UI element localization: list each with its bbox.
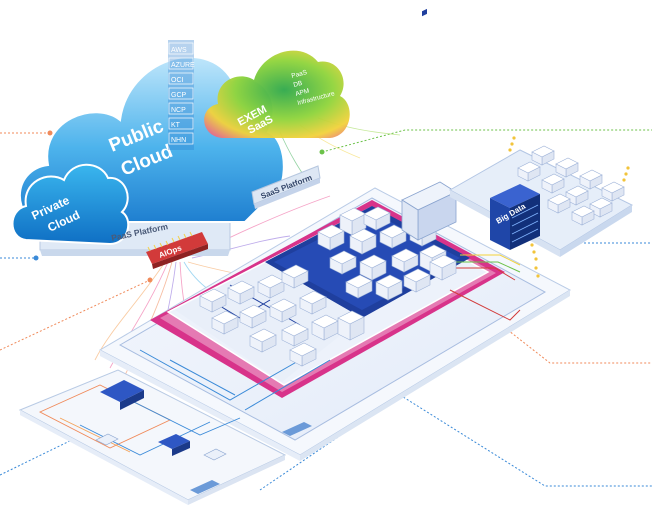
server-block bbox=[359, 254, 387, 281]
private-cloud: Private Cloud bbox=[11, 163, 130, 246]
server-block bbox=[311, 314, 339, 341]
saas-item-label: APM bbox=[295, 88, 310, 98]
provider-box bbox=[168, 87, 194, 100]
provider-label: OCI bbox=[171, 77, 184, 84]
provider-label: KT bbox=[171, 122, 181, 129]
provider-box bbox=[168, 57, 194, 70]
server-block bbox=[571, 205, 595, 226]
provider-label: AWS bbox=[171, 47, 187, 54]
server-block bbox=[239, 304, 267, 329]
server-block bbox=[337, 310, 365, 341]
server-block bbox=[227, 280, 255, 305]
server-block bbox=[429, 254, 457, 281]
server-block bbox=[269, 298, 297, 323]
server-block bbox=[403, 268, 431, 293]
aiops-chip: AIOps bbox=[146, 231, 208, 269]
server-block bbox=[199, 288, 227, 313]
server-block bbox=[299, 290, 327, 315]
server-block bbox=[375, 274, 403, 301]
server-block bbox=[281, 264, 309, 289]
provider-list: AWS AZURE OCI GCP NCP KT NHN bbox=[168, 40, 195, 150]
server-block bbox=[517, 161, 541, 182]
saas-item-label: DB bbox=[293, 80, 304, 89]
server-block bbox=[345, 274, 373, 299]
server-block bbox=[281, 322, 309, 347]
provider-box bbox=[168, 72, 194, 85]
provider-box bbox=[168, 42, 194, 55]
server-block bbox=[249, 328, 277, 353]
server-block bbox=[363, 206, 391, 231]
provider-label: NHN bbox=[171, 137, 186, 144]
server-block bbox=[317, 224, 345, 251]
provider-label: NCP bbox=[171, 107, 186, 114]
server-block bbox=[349, 228, 377, 255]
storage-unit bbox=[401, 8, 457, 241]
big-data-platform: Big Data bbox=[448, 136, 634, 278]
server-block bbox=[555, 157, 579, 178]
server-block bbox=[579, 169, 603, 190]
provider-label: AZURE bbox=[171, 62, 195, 69]
server-block bbox=[257, 274, 285, 299]
server-block bbox=[541, 173, 565, 194]
server-block bbox=[531, 145, 555, 166]
server-block bbox=[211, 310, 239, 335]
provider-box bbox=[168, 102, 194, 115]
provider-box bbox=[168, 132, 194, 145]
server-block bbox=[379, 224, 407, 249]
server-blocks bbox=[199, 206, 457, 367]
server-block bbox=[601, 181, 625, 202]
saas-item-label: PaaS bbox=[291, 69, 309, 80]
provider-box bbox=[168, 117, 194, 130]
provider-label: GCP bbox=[171, 92, 187, 99]
server-block bbox=[565, 185, 589, 206]
server-block bbox=[547, 193, 571, 214]
network-plate bbox=[18, 369, 312, 505]
server-block bbox=[391, 248, 419, 273]
server-block bbox=[289, 342, 317, 367]
server-block bbox=[329, 250, 357, 275]
